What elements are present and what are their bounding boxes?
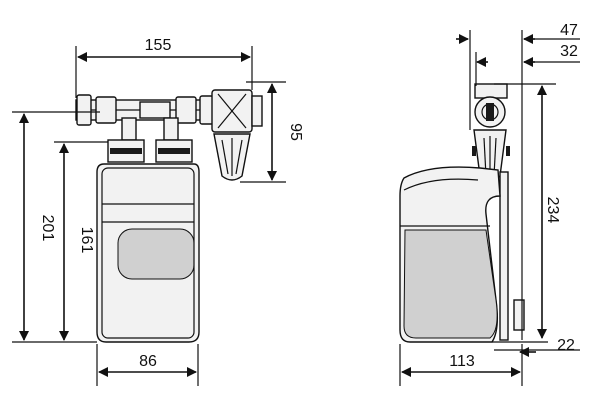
side-valve-fitting <box>472 83 510 182</box>
side-view: 47 32 234 22 113 <box>399 22 580 386</box>
dim-front-width-top: 155 <box>75 37 253 98</box>
dim-front-width-body: 86 <box>96 344 199 386</box>
dim-side-depth-outer: 47 <box>456 22 580 340</box>
dim-front-height-body: 161 <box>54 141 108 341</box>
dim-label-86: 86 <box>139 353 157 370</box>
heater-body-side <box>399 166 501 343</box>
dim-label-95: 95 <box>287 123 304 141</box>
connector-stems <box>107 117 193 163</box>
dim-label-47: 47 <box>560 22 578 39</box>
dim-label-22: 22 <box>557 337 575 354</box>
dim-front-fitting-height: 95 <box>240 81 304 183</box>
wall-plate <box>499 171 525 341</box>
pipe-manifold <box>75 94 214 126</box>
front-view: 155 95 201 161 86 <box>12 37 304 386</box>
dim-label-113: 113 <box>449 353 475 370</box>
heater-body-front <box>96 163 200 343</box>
dim-front-height-total: 201 <box>12 111 100 343</box>
dim-label-201: 201 <box>39 215 56 242</box>
valve-fitting <box>211 89 263 181</box>
dim-side-depth-inner: 32 <box>475 43 580 86</box>
dim-label-32: 32 <box>560 43 578 60</box>
dim-label-155: 155 <box>145 37 172 54</box>
dim-side-height-total: 234 <box>494 83 561 339</box>
dim-label-161: 161 <box>78 227 95 254</box>
dim-side-bottom-offset: 22 <box>492 337 580 357</box>
dim-label-234: 234 <box>544 197 561 224</box>
dim-side-depth-total: 113 <box>399 344 523 386</box>
